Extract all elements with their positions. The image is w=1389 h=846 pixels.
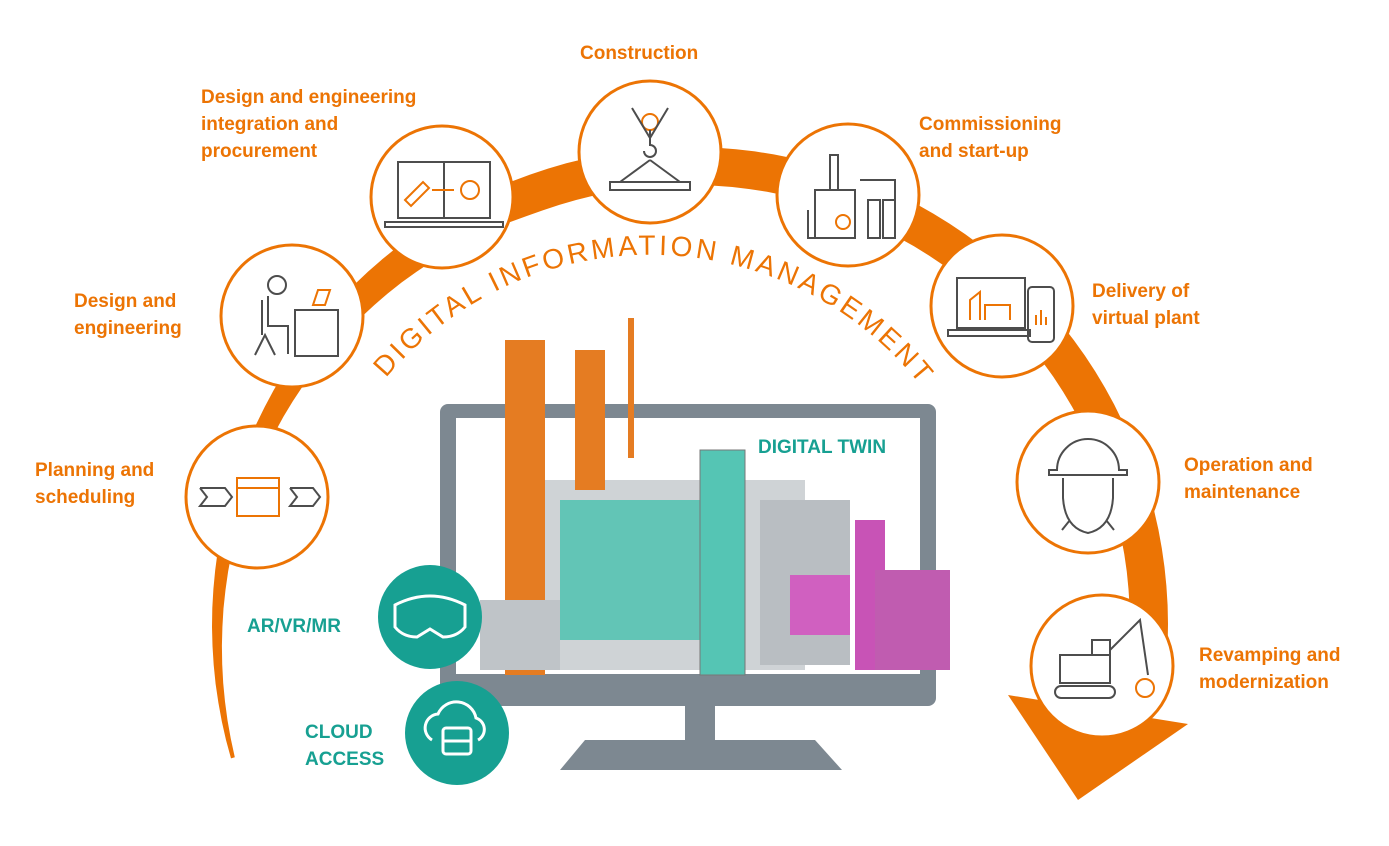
stage-circle-design xyxy=(219,243,365,389)
stage-label-design: Design and engineering xyxy=(74,291,182,339)
stage-circle-operation xyxy=(1015,409,1161,555)
laptop-plant-icon xyxy=(947,277,1055,343)
stage-label-construction: Construction xyxy=(580,43,699,64)
stage-circle-construction xyxy=(577,79,723,225)
excavator-icon xyxy=(1054,617,1155,699)
engineer-desk-icon xyxy=(254,275,339,357)
vr-headset-icon xyxy=(393,594,467,639)
digital-twin-label: DIGITAL TWIN xyxy=(758,437,887,458)
stage-label-planning: Planning and scheduling xyxy=(35,460,155,508)
stage-circle-commissioning xyxy=(775,122,921,268)
cloud-icon xyxy=(423,700,486,756)
design-gear-icon xyxy=(384,161,504,228)
arvr-label: AR/VR/MR xyxy=(247,616,341,637)
crane-hook-icon xyxy=(609,107,691,191)
hard-hat-icon xyxy=(1048,438,1128,535)
stage-label-revamping: Revamping and modernization xyxy=(1199,645,1341,693)
cloud-circle xyxy=(405,681,509,785)
calendar-icon xyxy=(197,477,322,517)
plant-gear-icon xyxy=(807,154,896,239)
stage-label-integration: Design and engineering integration and p… xyxy=(201,87,417,162)
stage-label-operation: Operation and maintenance xyxy=(1184,455,1313,503)
stage-circle-planning xyxy=(184,424,330,570)
cloud-label: CLOUD ACCESS xyxy=(305,722,385,770)
stage-circle-revamping xyxy=(1029,593,1175,739)
stage-label-delivery: Delivery of virtual plant xyxy=(1092,281,1200,329)
arvr-circle xyxy=(378,565,482,669)
digital-twin-plant-image xyxy=(480,318,950,676)
stage-label-commissioning: Commissioning and start-up xyxy=(919,114,1062,162)
